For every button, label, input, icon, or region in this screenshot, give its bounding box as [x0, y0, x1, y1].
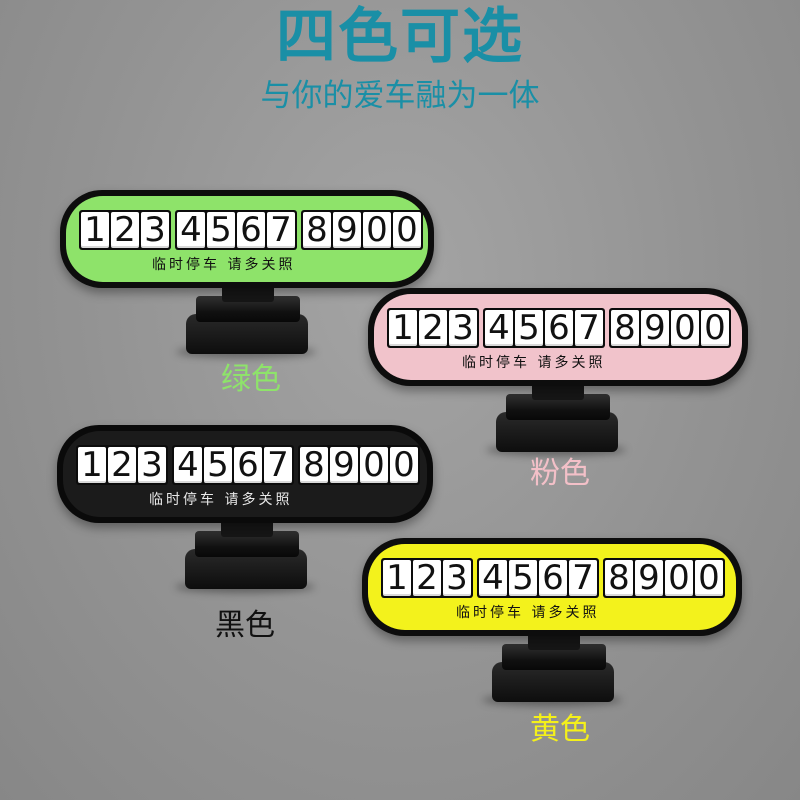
digit-group-2: 4 5 6 7: [483, 308, 605, 348]
digit-group-3: 8 9 0 0: [603, 558, 725, 598]
digit: 8: [605, 560, 633, 596]
plate: 1 2 3 4 5 6 7 8 9 0 0 临时停车 请多关照: [60, 190, 434, 288]
digit: 1: [383, 560, 411, 596]
digit: 9: [641, 310, 669, 346]
color-label-green: 绿色: [221, 362, 281, 397]
digit: 0: [360, 447, 388, 483]
digit: 5: [515, 310, 543, 346]
digit: 7: [575, 310, 603, 346]
digit: 3: [141, 212, 169, 248]
digit: 3: [443, 560, 471, 596]
digit-group-1: 1 2 3: [381, 558, 473, 598]
digit: 7: [264, 447, 292, 483]
plate: 1 2 3 4 5 6 7 8 9 0 0 临时停车 请多关照: [368, 288, 748, 386]
digit-group-3: 8 9 0 0: [301, 210, 423, 250]
number-display: 1 2 3 4 5 6 7 8 9 0 0: [76, 445, 420, 485]
digit: 8: [303, 212, 331, 248]
digit-group-1: 1 2 3: [387, 308, 479, 348]
digit: 0: [695, 560, 723, 596]
digit-group-2: 4 5 6 7: [175, 210, 297, 250]
digit: 4: [485, 310, 513, 346]
plate: 1 2 3 4 5 6 7 8 9 0 0 临时停车 请多关照: [57, 425, 433, 523]
digit: 6: [539, 560, 567, 596]
digit: 9: [330, 447, 358, 483]
digit: 6: [234, 447, 262, 483]
digit: 0: [393, 212, 421, 248]
plate-caption: 临时停车 请多关照: [152, 257, 296, 273]
digit-group-1: 1 2 3: [76, 445, 168, 485]
digit: 1: [389, 310, 417, 346]
digit: 2: [108, 447, 136, 483]
digit: 2: [111, 212, 139, 248]
page-title: 四色可选: [276, 2, 524, 72]
digit: 9: [635, 560, 663, 596]
number-display: 1 2 3 4 5 6 7 8 9 0 0: [381, 558, 725, 598]
digit: 7: [267, 212, 295, 248]
page-subtitle: 与你的爱车融为一体: [260, 78, 540, 114]
digit: 1: [78, 447, 106, 483]
digit: 2: [413, 560, 441, 596]
digit: 6: [237, 212, 265, 248]
digit: 8: [300, 447, 328, 483]
digit: 2: [419, 310, 447, 346]
digit-group-3: 8 9 0 0: [609, 308, 731, 348]
digit-group-3: 8 9 0 0: [298, 445, 420, 485]
number-display: 1 2 3 4 5 6 7 8 9 0 0: [387, 308, 731, 348]
digit: 5: [509, 560, 537, 596]
plate: 1 2 3 4 5 6 7 8 9 0 0 临时停车 请多关照: [362, 538, 742, 636]
digit: 0: [363, 212, 391, 248]
digit-group-2: 4 5 6 7: [477, 558, 599, 598]
plate-caption: 临时停车 请多关照: [456, 605, 600, 621]
digit: 4: [177, 212, 205, 248]
digit-group-1: 1 2 3: [79, 210, 171, 250]
digit: 0: [671, 310, 699, 346]
color-label-pink: 粉色: [530, 456, 590, 491]
color-label-yellow: 黄色: [530, 712, 590, 747]
digit: 0: [390, 447, 418, 483]
plate-caption: 临时停车 请多关照: [149, 492, 293, 508]
digit: 5: [207, 212, 235, 248]
digit: 7: [569, 560, 597, 596]
digit: 4: [174, 447, 202, 483]
digit: 0: [701, 310, 729, 346]
digit: 3: [138, 447, 166, 483]
digit: 5: [204, 447, 232, 483]
color-label-black: 黑色: [215, 608, 275, 643]
digit: 6: [545, 310, 573, 346]
plate-caption: 临时停车 请多关照: [462, 355, 606, 371]
digit: 4: [479, 560, 507, 596]
number-display: 1 2 3 4 5 6 7 8 9 0 0: [79, 210, 423, 250]
digit-group-2: 4 5 6 7: [172, 445, 294, 485]
digit: 9: [333, 212, 361, 248]
digit: 3: [449, 310, 477, 346]
digit: 8: [611, 310, 639, 346]
digit: 0: [665, 560, 693, 596]
digit: 1: [81, 212, 109, 248]
